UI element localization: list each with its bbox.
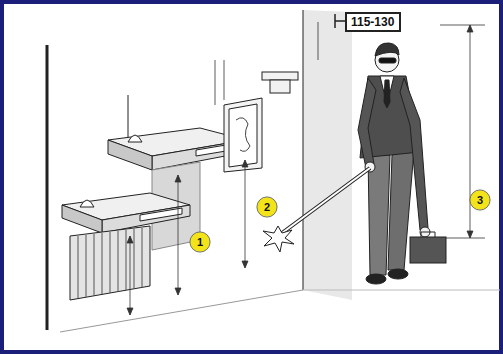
lower-fountain [62,193,190,300]
cane-user [263,43,446,284]
callout-number: 1 [189,231,211,253]
callout-label: 2 [264,201,270,213]
walls [47,10,500,332]
sign-bracket [335,14,345,28]
callout-number: 2 [256,196,278,218]
fire-cabinet [224,98,262,172]
callout-label: 1 [197,236,203,248]
sign-text: 115-130 [351,15,394,29]
dimension-lines [127,22,485,315]
callout-label: 3 [477,194,483,206]
callout-number: 3 [469,189,491,211]
room-sign: 115-130 [345,12,401,32]
ceiling-device [262,72,298,93]
